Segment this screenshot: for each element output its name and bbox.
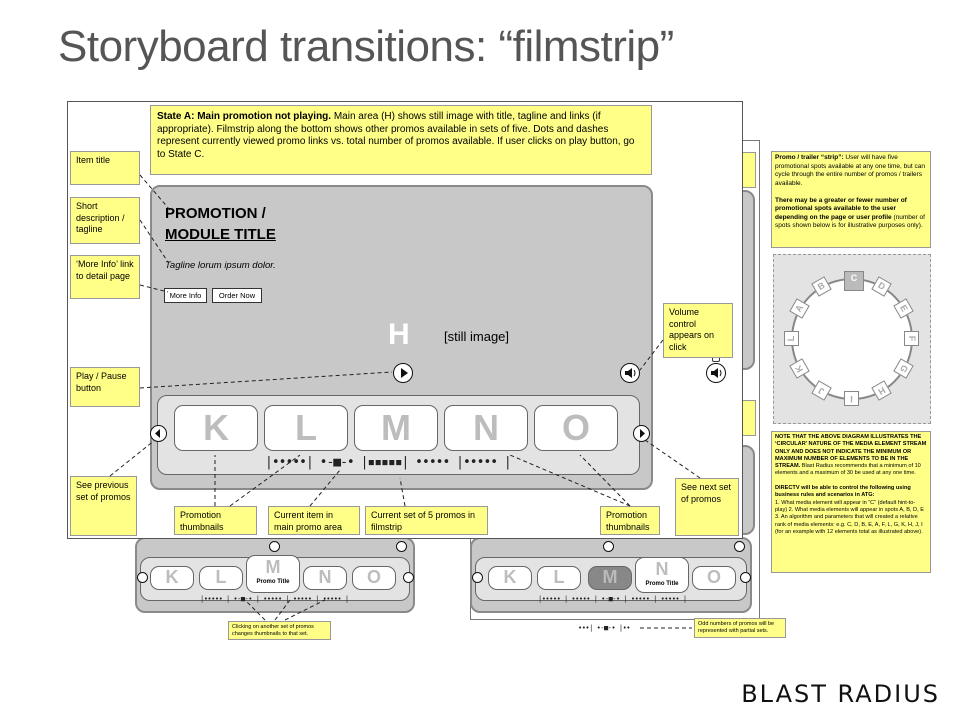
directv-bold: DIRECTV will be able to control the foll… [775, 485, 911, 499]
promo-strip-note: Promo / trailer “strip”: User will have … [771, 151, 931, 248]
mini-pause-icon-right[interactable] [603, 541, 614, 552]
promo-strip-heading: Promo / trailer “strip”: [775, 154, 844, 161]
mini-next-arrow-right[interactable] [740, 572, 751, 583]
mini-promo-title-left: Promo Title [256, 579, 290, 585]
mini-thumb-left-2-letter: M [265, 557, 281, 577]
volume-icon [625, 368, 636, 378]
ring-tile-i: I [844, 391, 859, 406]
promo-strip-bold: There may be a greater or fewer number o… [775, 196, 907, 221]
promo-title-line1: PROMOTION / [165, 205, 266, 222]
callout-promo-thumbs-left: Promotion thumbnails [174, 506, 257, 535]
callout-current-item: Current item in main promo area [268, 506, 360, 535]
mini-dots-left: |••••• | •-■-• | ••••• | ••••• | ••••• | [200, 595, 349, 603]
thumb-l[interactable]: L [264, 405, 348, 451]
odd-numbers-note: Odd numbers of promos will be represente… [694, 618, 786, 638]
callout-item-title: Item title [70, 151, 140, 185]
mini-thumb-left-2-popped[interactable]: M Promo Title [246, 555, 300, 593]
promo-strip-body: User will have five promotional spots av… [775, 154, 925, 187]
play-icon [401, 368, 408, 378]
thumb-o[interactable]: O [534, 405, 618, 451]
callout-volume: Volume control appears on click [663, 303, 733, 358]
mini-thumb-right-4[interactable]: O [692, 566, 736, 590]
mini-prev-arrow-right[interactable] [472, 572, 483, 583]
promo-strip-extra: (number of spots shown below is for illu… [775, 213, 925, 230]
filmstrip-position-dots: |•••••| •-■-• |▪▪▪▪▪| ••••• |••••• | [265, 455, 512, 470]
still-image-label: [still image] [444, 329, 510, 344]
more-info-button[interactable]: More Info [164, 288, 207, 303]
mini-next-arrow-left[interactable] [403, 572, 414, 583]
directv-items: 1. What media element will appear in “C”… [775, 499, 924, 535]
mini-volume-icon-right[interactable] [734, 541, 745, 552]
mini-thumb-left-3[interactable]: N [303, 566, 347, 590]
mini-thumb-right-3-popped[interactable]: N Promo Title [635, 557, 689, 593]
callout-more-info-link: ‘More Info’ link to detail page [70, 255, 140, 299]
mini-thumb-left-1[interactable]: L [199, 566, 243, 590]
mini-dots-right: |••••• | ••••• | •-■-• | ••••• | ••••• | [538, 595, 687, 603]
callout-see-previous: See previous set of promos [70, 476, 137, 536]
order-now-button[interactable]: Order Now [212, 288, 262, 303]
mini-thumb-left-4[interactable]: O [352, 566, 396, 590]
mini-volume-icon-left[interactable] [396, 541, 407, 552]
state-a-body: Main area (H) shows still image with tit… [157, 111, 635, 160]
clicking-note: Clicking on another set of promos change… [228, 621, 331, 640]
mini-play-icon-left[interactable] [269, 541, 280, 552]
ring-tile-c: C [844, 271, 864, 291]
ring-tile-f: F [904, 331, 919, 346]
thumb-n[interactable]: N [444, 405, 528, 451]
mini-thumb-right-1[interactable]: L [537, 566, 581, 590]
circular-note-bold: NOTE THAT THE ABOVE DIAGRAM ILLUSTRATES … [775, 434, 927, 470]
blast-radius-logo: BLAST RADIUS [741, 680, 940, 708]
slide-title: Storyboard transitions: “filmstrip” [58, 22, 674, 71]
mini-promo-title-right: Promo Title [645, 581, 679, 587]
state-a-heading: State A: Main promotion not playing. [157, 111, 332, 122]
mini-thumb-right-2-current[interactable]: M [588, 566, 632, 590]
thumb-m[interactable]: M [354, 405, 438, 451]
thumb-k[interactable]: K [174, 405, 258, 451]
callout-play-pause: Play / Pause button [70, 367, 140, 407]
circular-note-rest: Blast Radius recommends that a minimum o… [775, 463, 921, 477]
ring-tile-l: L [784, 331, 799, 346]
circular-note: NOTE THAT THE ABOVE DIAGRAM ILLUSTRATES … [771, 431, 931, 573]
callout-promo-thumbs-right: Promotion thumbnails [600, 506, 660, 535]
volume-expanded-icon [711, 368, 722, 378]
mini-thumb-right-3-letter: N [655, 559, 669, 579]
partial-dots: •••| •-■-• |•• [578, 624, 631, 632]
state-a-note: State A: Main promotion not playing. Mai… [150, 105, 652, 175]
callout-current-set: Current set of 5 promos in filmstrip [365, 506, 488, 535]
prev-arrow-icon [155, 429, 160, 438]
promo-title-line2: MODULE TITLE [165, 226, 276, 243]
callout-see-next: See next set of promos [675, 478, 739, 536]
mini-thumb-left-0[interactable]: K [150, 566, 194, 590]
next-arrow-icon [640, 429, 645, 438]
h-label: H [388, 318, 410, 351]
callout-short-description: Short description / tagline [70, 197, 140, 244]
mini-thumb-right-0[interactable]: K [488, 566, 532, 590]
promo-tagline: Tagline lorum ipsum dolor. [165, 260, 276, 271]
mini-prev-arrow-left[interactable] [137, 572, 148, 583]
